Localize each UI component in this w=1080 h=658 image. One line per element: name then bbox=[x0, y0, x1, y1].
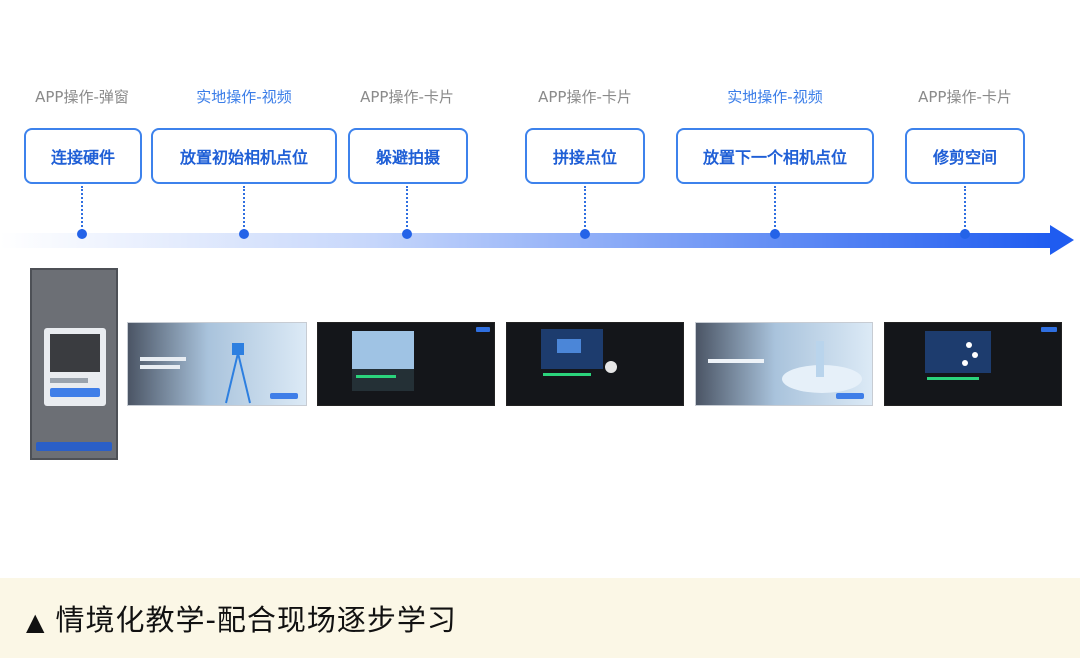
timeline-dot-4 bbox=[580, 229, 590, 239]
timeline-dot-6 bbox=[960, 229, 970, 239]
stage-label-6: APP操作-卡片 bbox=[918, 88, 1012, 106]
step-avoid-shooting: 躲避拍摄 bbox=[348, 128, 468, 184]
caption-text: 情境化教学-配合现场逐步学习 bbox=[55, 603, 457, 637]
connector-3 bbox=[406, 186, 408, 234]
caption: ▲ 情境化教学-配合现场逐步学习 bbox=[26, 597, 457, 639]
connector-1 bbox=[81, 186, 83, 234]
timeline-dot-3 bbox=[402, 229, 412, 239]
caption-bar: ▲ 情境化教学-配合现场逐步学习 bbox=[0, 578, 1080, 658]
connector-5 bbox=[774, 186, 776, 234]
thumbnail-video-1 bbox=[127, 322, 307, 406]
step-trim-space: 修剪空间 bbox=[905, 128, 1025, 184]
timeline-dot-5 bbox=[770, 229, 780, 239]
step-stitch-points: 拼接点位 bbox=[525, 128, 645, 184]
stage-label-2: 实地操作-视频 bbox=[196, 88, 292, 106]
stage-label-3: APP操作-卡片 bbox=[360, 88, 454, 106]
timeline-dot-1 bbox=[77, 229, 87, 239]
step-connect-hardware: 连接硬件 bbox=[24, 128, 142, 184]
timeline-arrow bbox=[0, 225, 1074, 255]
step-place-next-camera: 放置下一个相机点位 bbox=[676, 128, 874, 184]
stage-label-4: APP操作-卡片 bbox=[538, 88, 632, 106]
connector-6 bbox=[964, 186, 966, 234]
stage-label-5: 实地操作-视频 bbox=[727, 88, 823, 106]
stage-label-1: APP操作-弹窗 bbox=[35, 88, 129, 106]
connector-2 bbox=[243, 186, 245, 234]
thumbnail-video-2 bbox=[695, 322, 873, 406]
thumbnail-app-card-3 bbox=[884, 322, 1062, 406]
timeline-dot-2 bbox=[239, 229, 249, 239]
step-place-initial-camera: 放置初始相机点位 bbox=[151, 128, 337, 184]
triangle-icon: ▲ bbox=[26, 608, 46, 636]
connector-4 bbox=[584, 186, 586, 234]
thumbnail-app-card-1 bbox=[317, 322, 495, 406]
thumbnail-phone-popup bbox=[30, 268, 118, 460]
thumbnail-app-card-2 bbox=[506, 322, 684, 406]
